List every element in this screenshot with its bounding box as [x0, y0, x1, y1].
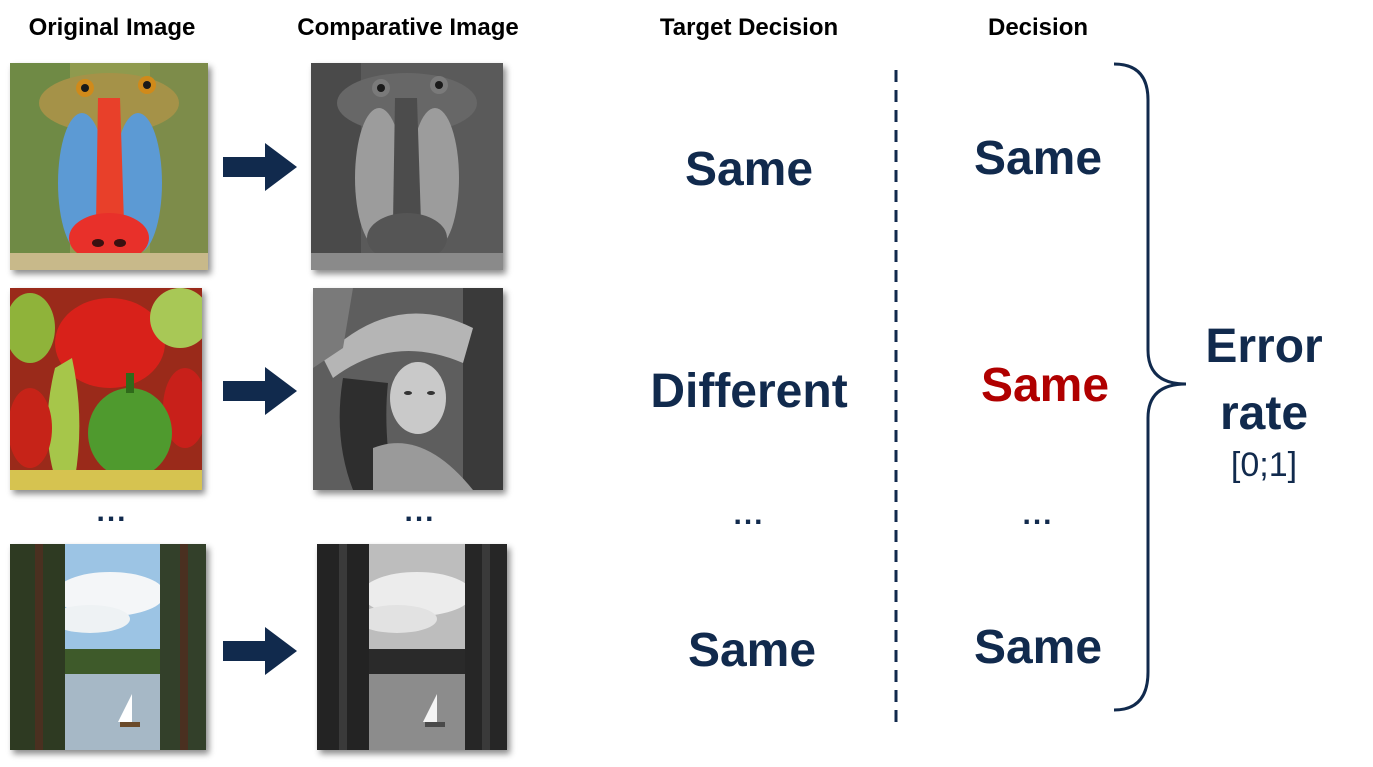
- error-rate-range: [0;1]: [1230, 446, 1298, 485]
- ellipsis-original: ...: [96, 495, 128, 528]
- arrow-right-icon: [223, 627, 297, 675]
- right-brace-icon: [1113, 62, 1187, 712]
- decision-2: Same: [980, 359, 1110, 412]
- dashed-divider: [894, 70, 898, 725]
- comparative-image-mandrill: [311, 63, 503, 270]
- error-rate-line2: rate: [1219, 387, 1309, 441]
- comparative-image-lake: [317, 544, 507, 750]
- original-image-mandrill: [10, 63, 208, 270]
- ellipsis-target: ...: [733, 498, 765, 531]
- original-image-lake: [10, 544, 206, 750]
- header-decision: Decision: [987, 14, 1089, 41]
- error-rate-block: Error rate [0;1]: [1205, 313, 1322, 485]
- arrow-right-icon: [223, 143, 297, 191]
- target-decision-2: Different: [650, 365, 848, 418]
- arrow-right-icon: [223, 367, 297, 415]
- decision-3: Same: [973, 621, 1103, 674]
- decision-1: Same: [973, 132, 1103, 185]
- ellipsis-comparative: ...: [404, 495, 436, 528]
- comparative-image-portrait: [313, 288, 503, 490]
- target-decision-1: Same: [684, 143, 814, 196]
- error-rate-line1: Error: [1205, 320, 1323, 373]
- original-image-peppers: [10, 288, 202, 490]
- header-comparative-image: Comparative Image: [297, 14, 519, 41]
- target-decision-3: Same: [687, 624, 817, 677]
- header-original-image: Original Image: [28, 14, 196, 41]
- ellipsis-decision: ...: [1022, 498, 1054, 531]
- header-target-decision: Target Decision: [659, 14, 839, 41]
